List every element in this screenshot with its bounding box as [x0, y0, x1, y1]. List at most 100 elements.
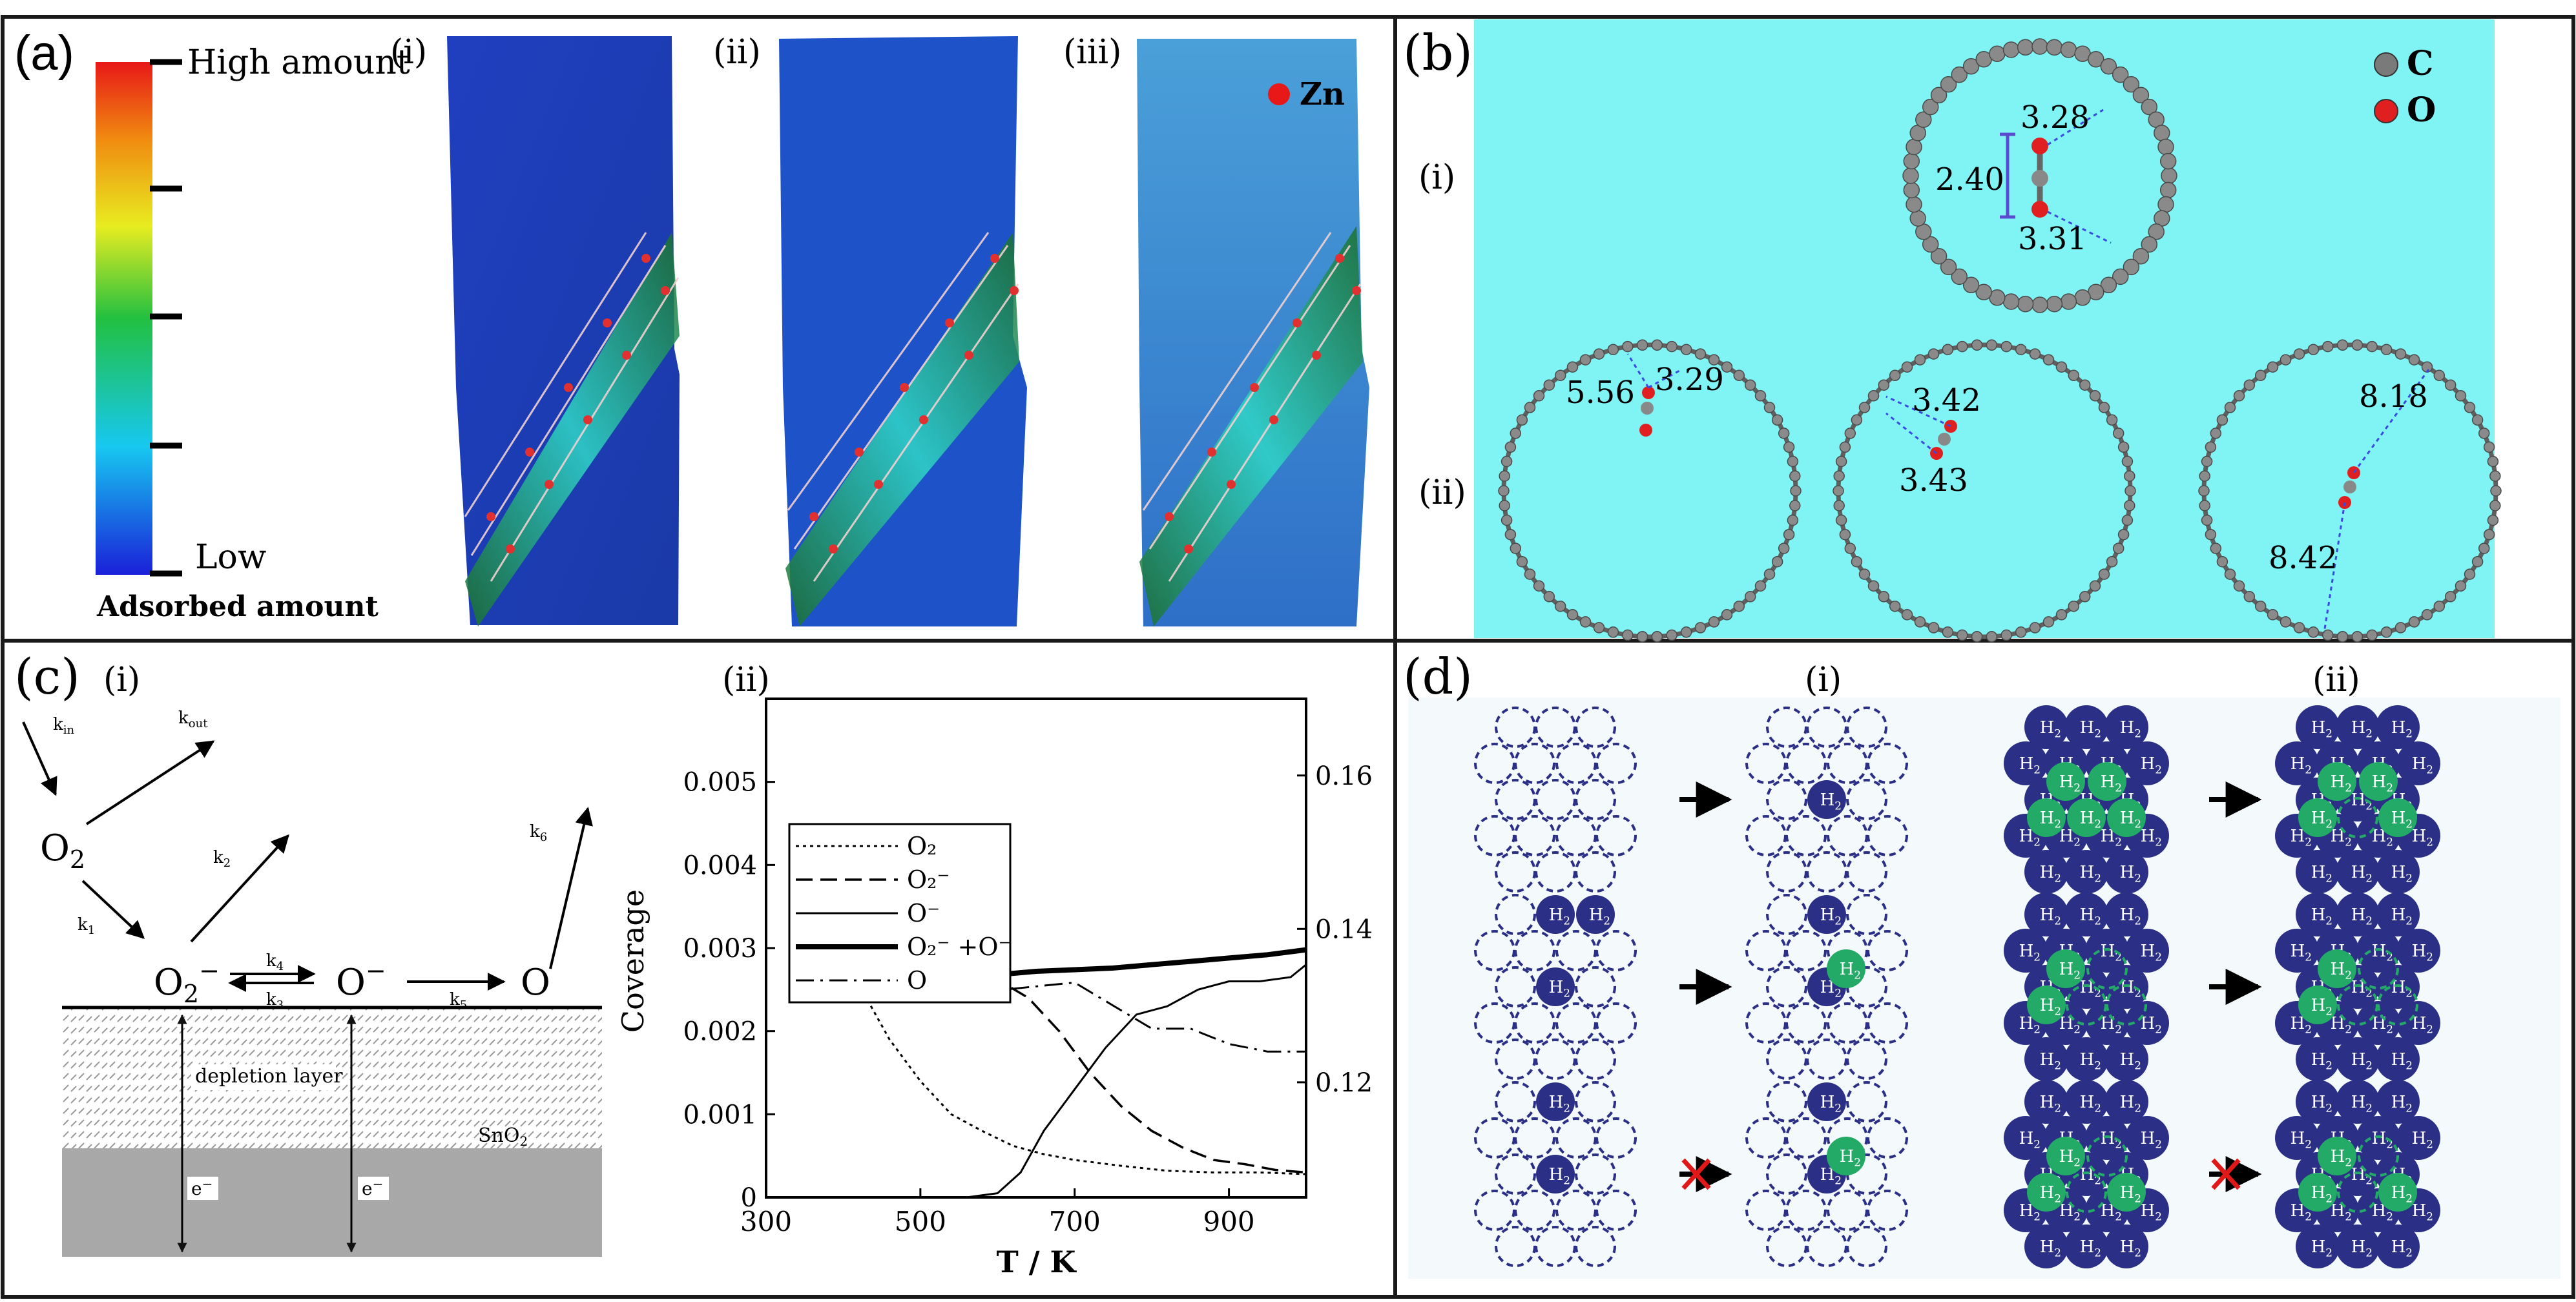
empty-site [1867, 1117, 1908, 1159]
h2-molecule [2064, 893, 2108, 936]
empty-green-site [2086, 948, 2128, 989]
y-tick-label: 0.002 [683, 1017, 757, 1047]
distance-3-31: 3.31 [2018, 221, 2087, 257]
empty-site [1867, 1002, 1908, 1044]
h2-molecule [1576, 895, 1615, 934]
h2-label: H2 [2331, 1201, 2352, 1223]
legend-entry: O⁻ [907, 899, 940, 927]
h2-label: H2 [2311, 718, 2332, 740]
legend-entry: O [907, 966, 927, 995]
h2-molecule [2275, 741, 2319, 785]
empty-green-site [2337, 797, 2378, 838]
h2-molecule [2296, 705, 2340, 749]
empty-site [1846, 779, 1887, 820]
empty-green-site [2106, 984, 2147, 1026]
co2-molecule-ii-1: 5.56 3.29 [1566, 353, 1724, 437]
h2-label: H2 [2391, 718, 2413, 740]
h2-label: H2 [2141, 1014, 2162, 1036]
h2-molecule [2336, 893, 2380, 936]
h2-molecule [1807, 780, 1846, 819]
h2-label: H2 [2311, 1237, 2332, 1259]
h2-label: H2 [2080, 978, 2101, 1000]
species-o2-minus: O2− [154, 956, 220, 1008]
h2-molecule [2024, 850, 2068, 894]
x-tick-label: 700 [1049, 1206, 1101, 1237]
h2-label: H2 [2391, 978, 2413, 1000]
panel-b-background [1474, 19, 2495, 638]
h2-label: H2 [2059, 827, 2081, 849]
co2-molecule-ii-3: 8.18 8.42 [2269, 369, 2430, 634]
h2-molecule [2275, 1116, 2319, 1160]
h2-label: H2 [2080, 1237, 2101, 1259]
electron-label-1: e− [191, 1176, 213, 1199]
h2-molecule-green [2318, 949, 2356, 988]
rate-k3: k3 [266, 990, 284, 1012]
h2-label: H2 [2351, 863, 2373, 885]
h2-label: H2 [2120, 809, 2141, 831]
h2-label: H2 [2290, 1129, 2312, 1151]
h2-label: H2 [2412, 1014, 2433, 1036]
h2-molecule-green [2107, 1173, 2146, 1212]
h2-molecule-green [2318, 762, 2356, 801]
colorbar-gradient [96, 62, 152, 575]
h2-label: H2 [2372, 1129, 2393, 1151]
panel-c-label-ii: (ii) [722, 661, 770, 699]
h2-label: H2 [2040, 1050, 2061, 1072]
electron-label-2: e− [362, 1176, 383, 1199]
h2-label: H2 [2311, 1050, 2332, 1072]
h2-label: H2 [2412, 827, 2433, 849]
h2-molecule [2125, 1001, 2169, 1045]
h2-lattice: H2 [1745, 707, 1908, 893]
sno2-label: SnO2 [478, 1124, 528, 1149]
empty-site [1575, 1226, 1616, 1267]
empty-site [1785, 1117, 1827, 1159]
empty-green-site [2358, 1135, 2399, 1177]
simulation-strip-ii [779, 36, 1027, 626]
h2-label: H2 [2120, 1093, 2141, 1115]
colorbar-high-label: High amount [187, 43, 410, 82]
legend-b-o: O [2407, 90, 2436, 130]
empty-site [1575, 707, 1616, 748]
h2-label: H2 [2080, 809, 2101, 831]
h2-label: H2 [2059, 1201, 2081, 1223]
h2-molecule [1807, 895, 1846, 934]
h2-label: H2 [2040, 996, 2061, 1018]
h2-molecule-green [2359, 762, 2398, 801]
rate-k2: k2 [213, 848, 231, 870]
empty-site [1867, 1190, 1908, 1231]
h2-label: H2 [2391, 863, 2413, 885]
h2-molecule [2064, 1224, 2108, 1268]
h2-label: H2 [2372, 827, 2393, 849]
h2-molecule-green [2046, 1137, 2085, 1175]
h2-lattice [1474, 707, 1637, 893]
panel-borders [1, 15, 2575, 1299]
h2-molecule [2024, 1224, 2068, 1268]
h2-molecule [2104, 705, 2148, 749]
empty-site [1595, 930, 1637, 971]
h2-label: H2 [2351, 1237, 2373, 1259]
h2-label: H2 [2412, 942, 2433, 964]
h2-molecule [2396, 1116, 2440, 1160]
empty-site [1846, 851, 1887, 893]
empty-green-site [2337, 1172, 2378, 1213]
h2-label: H2 [2101, 827, 2122, 849]
depletion-layer-label: depletion layer [195, 1065, 343, 1088]
h2-molecule-green [2378, 1173, 2417, 1212]
h2-label: H2 [2331, 772, 2352, 794]
h2-label: H2 [2311, 996, 2332, 1018]
co2-molecule-ii-2: 3.42 3.43 [1885, 382, 1981, 499]
zn-legend-label: Zn [1300, 76, 1345, 112]
empty-site [1514, 930, 1555, 971]
h2-label: H2 [1549, 978, 1570, 1000]
empty-site [1575, 1153, 1616, 1195]
h2-molecule [2376, 893, 2420, 936]
h2-molecule [2024, 1037, 2068, 1081]
distance-8-42: 8.42 [2269, 540, 2338, 576]
h2-molecule-green [2318, 1137, 2356, 1175]
h2-label: H2 [2351, 1050, 2373, 1072]
h2-molecule-green [2088, 762, 2126, 801]
h2-label: H2 [2351, 790, 2373, 812]
oxygen-atom-icon [2374, 99, 2398, 123]
